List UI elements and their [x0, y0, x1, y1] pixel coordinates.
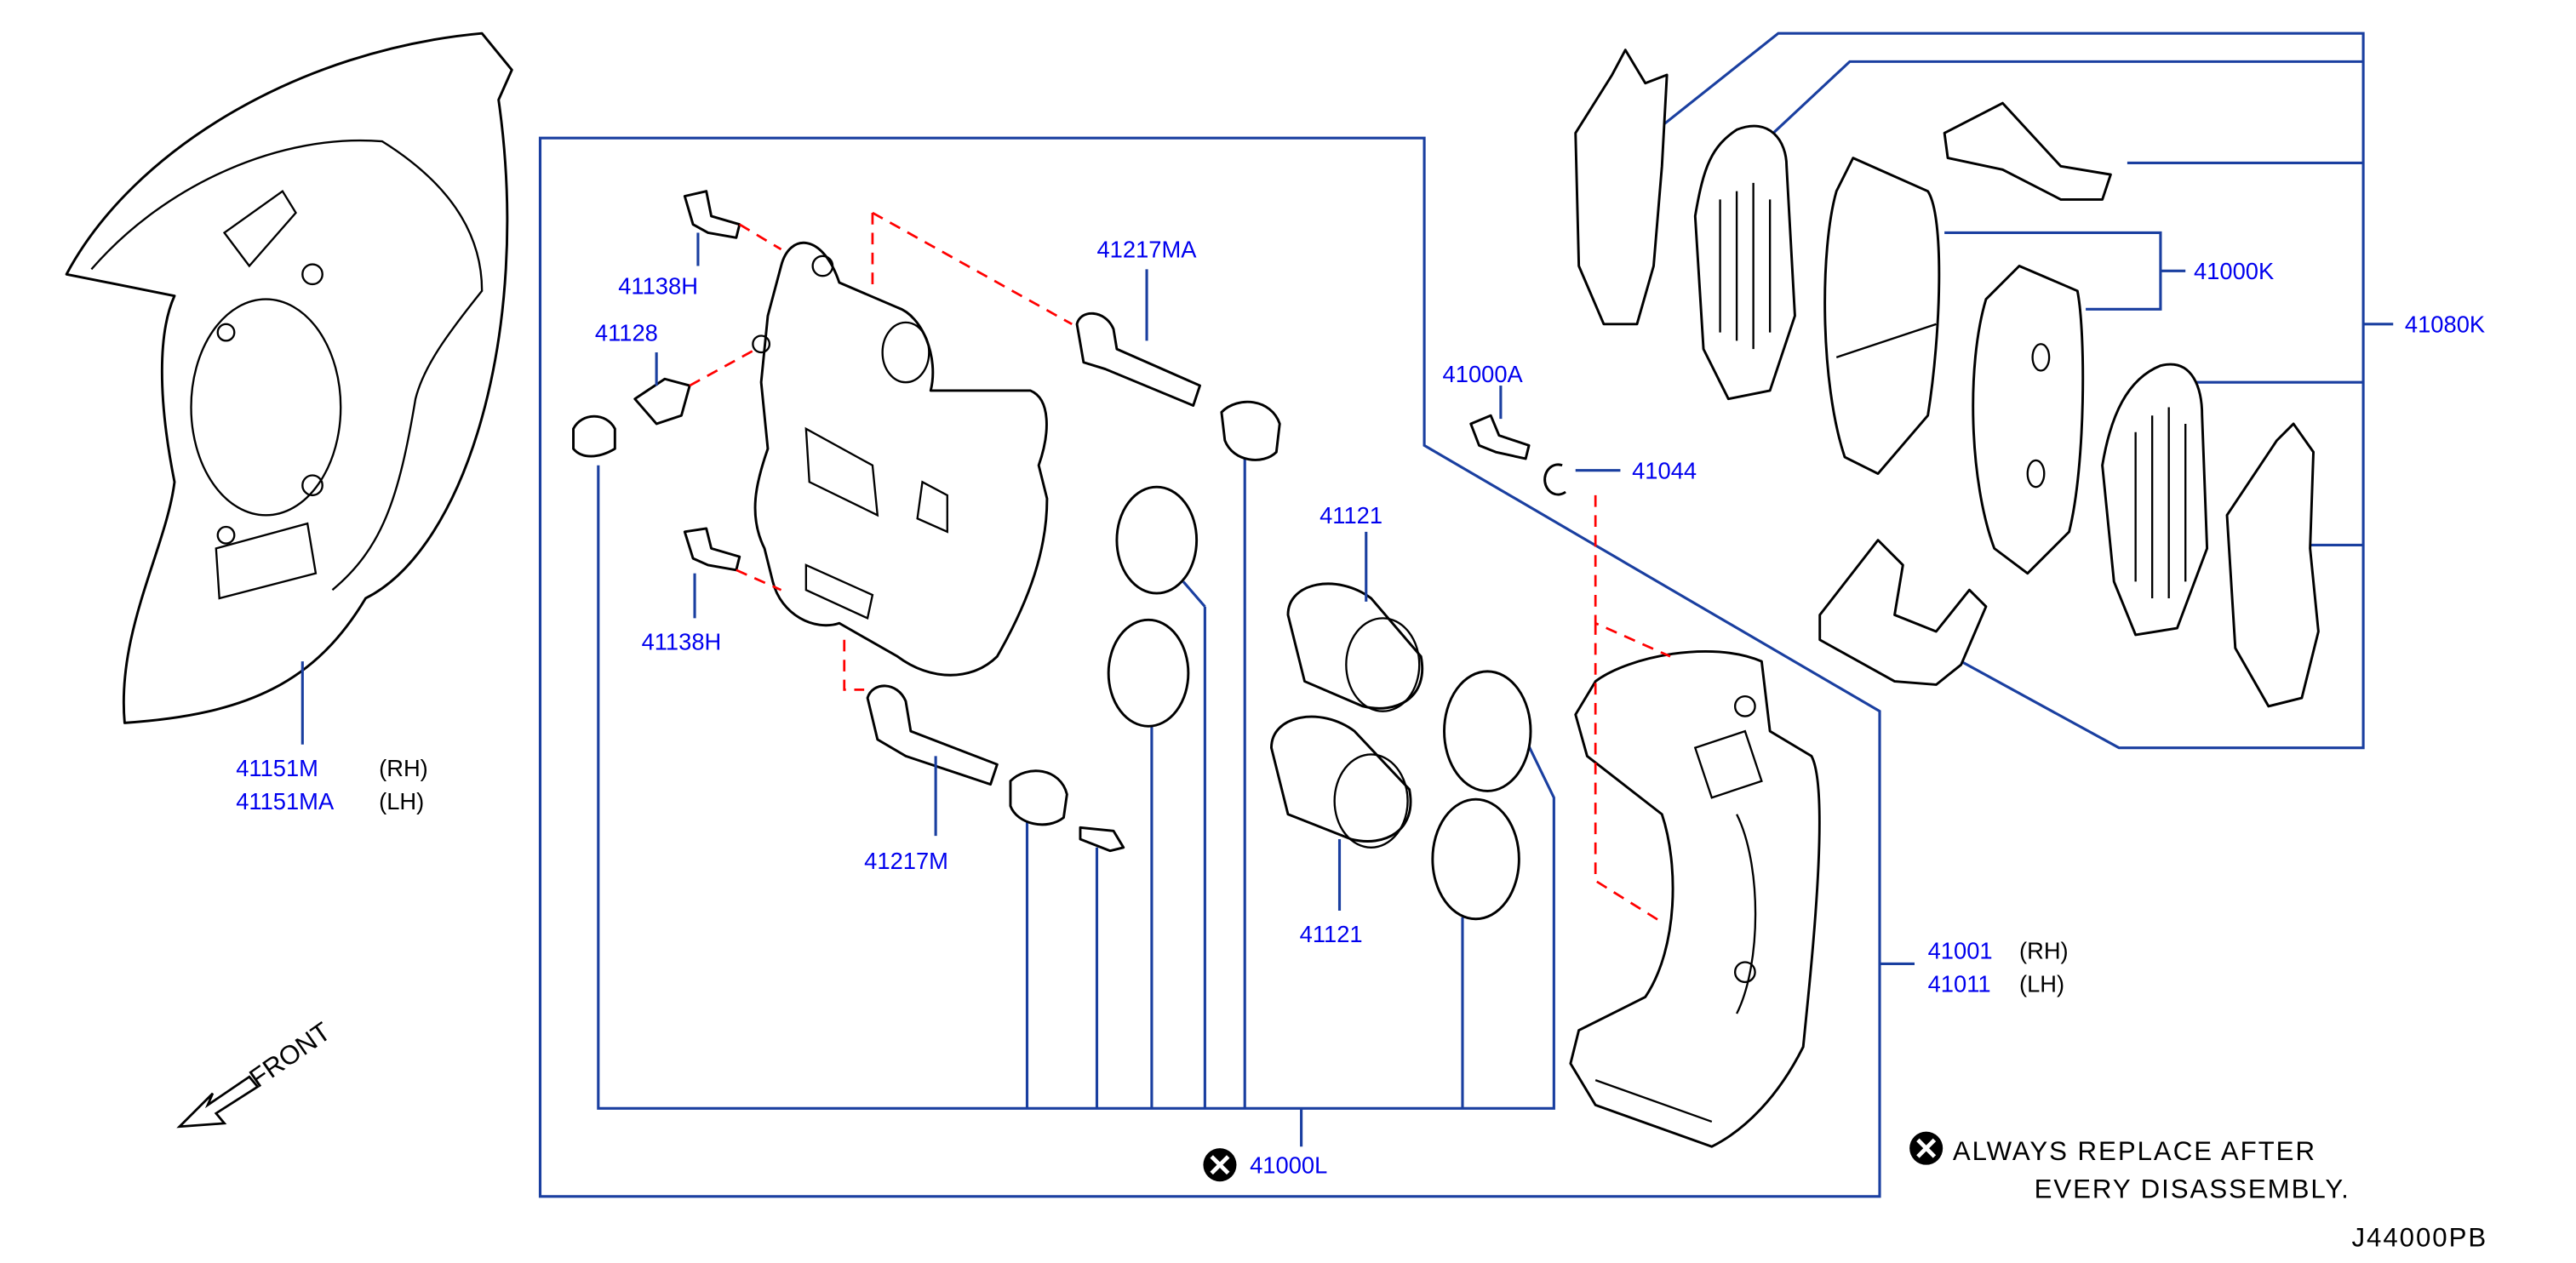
note-line-2: EVERY DISASSEMBLY.: [2035, 1174, 2350, 1204]
bleeder-cap[interactable]: [572, 414, 616, 458]
label-41001: 41001: [1928, 938, 1993, 964]
label-41000a: 41000A: [1443, 361, 1524, 387]
bolt-41000a[interactable]: [1469, 414, 1531, 460]
caliper-bracket-part[interactable]: [1569, 649, 1821, 1148]
piston-lower[interactable]: [1270, 715, 1412, 849]
shim-inner-1[interactable]: [1693, 124, 1796, 401]
piston-seal-lower[interactable]: [1107, 618, 1190, 728]
label-rh: (RH): [379, 755, 428, 781]
note-line-1: ALWAYS REPLACE AFTER: [1953, 1136, 2316, 1166]
label-41011: 41011: [1928, 971, 1991, 997]
shim-outer-2[interactable]: [2225, 422, 2320, 708]
label-lh: (LH): [379, 788, 424, 814]
bolt-41138h-lower[interactable]: [683, 527, 741, 572]
bleeder-cap-lower[interactable]: [1079, 826, 1125, 853]
bolt-41138h-upper[interactable]: [683, 190, 741, 239]
label-41000k: 41000K: [2194, 258, 2274, 284]
pad-clip-upper[interactable]: [1943, 101, 2112, 201]
brake-pad-2[interactable]: [1972, 265, 2085, 575]
clip-41044[interactable]: [1543, 463, 1566, 496]
seal-kit-frame: [538, 136, 1881, 1198]
label-caliper-lh: (LH): [2019, 971, 2064, 997]
front-label: FRONT: [244, 1016, 336, 1093]
shim-outer-1[interactable]: [1574, 49, 1669, 326]
bleeder-41128[interactable]: [633, 377, 691, 426]
label-41080k: 41080K: [2405, 311, 2485, 338]
label-41217m: 41217M: [864, 848, 948, 874]
label-41138h-upper: 41138H: [618, 273, 698, 300]
piston-seal-upper[interactable]: [1115, 485, 1199, 595]
dust-seal-lower[interactable]: [1431, 797, 1520, 921]
label-41000l: 41000L: [1250, 1152, 1327, 1178]
x-circle-icon: [1909, 1131, 1943, 1165]
label-41121-upper: 41121: [1319, 502, 1382, 529]
label-41151m: 41151M: [236, 755, 318, 781]
piston-upper[interactable]: [1286, 582, 1424, 712]
x-circle-icon: [1203, 1148, 1237, 1182]
label-41138h-lower: 41138H: [642, 628, 722, 654]
shim-inner-2[interactable]: [2101, 363, 2209, 637]
pin-41217m[interactable]: [866, 684, 999, 786]
brake-pad-1[interactable]: [1823, 157, 1941, 475]
label-41217ma: 41217MA: [1096, 237, 1197, 263]
pin-41217ma[interactable]: [1075, 311, 1201, 407]
boot-lower[interactable]: [1009, 769, 1068, 826]
label-caliper-rh: (RH): [2019, 938, 2069, 964]
caliper-body-part[interactable]: [752, 241, 1049, 677]
pad-clip-lower[interactable]: [1818, 539, 1988, 686]
front-arrow-icon: [176, 1075, 260, 1129]
dust-shield-part[interactable]: [65, 31, 513, 724]
label-41151ma: 41151MA: [236, 788, 335, 814]
boot-upper[interactable]: [1220, 400, 1281, 461]
label-41128: 41128: [595, 319, 658, 346]
label-41044: 41044: [1632, 457, 1697, 483]
dust-seal-upper[interactable]: [1443, 670, 1532, 792]
diagram-id: J44000PB: [2351, 1222, 2487, 1252]
label-41121-lower: 41121: [1300, 921, 1363, 947]
